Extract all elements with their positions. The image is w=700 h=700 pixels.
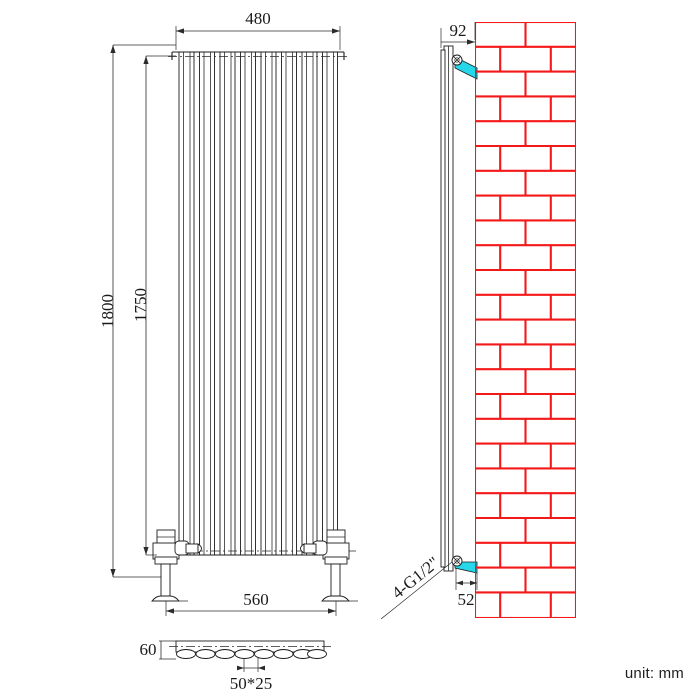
valve-right <box>300 529 350 565</box>
dimension-depth-to-wall: 92 <box>440 21 476 48</box>
radiator-tube <box>178 51 195 556</box>
section-view-group: 60 50*25 <box>140 640 331 693</box>
radiator-tube <box>322 51 338 556</box>
dimension-value-1750: 1750 <box>131 288 150 322</box>
radiator-tube <box>281 51 297 556</box>
dimension-valve-centres: 560 <box>165 590 337 616</box>
dimension-height-overall: 1800 <box>98 44 176 578</box>
wall-bracket-top <box>451 54 478 80</box>
dimension-tube-profile: 50*25 <box>230 658 273 693</box>
foot-right <box>321 563 358 602</box>
dimension-value-60: 60 <box>140 640 157 659</box>
radiator-tube <box>219 51 236 556</box>
foot-left <box>151 563 188 602</box>
side-view-group: 92 52 4-G1/2" <box>380 21 576 620</box>
side-radiator-profile <box>440 45 454 572</box>
dimension-value-480: 480 <box>245 9 271 28</box>
dimension-value-50x25: 50*25 <box>230 674 273 693</box>
dimension-bracket-offset: 52 <box>455 568 478 609</box>
dimension-value-92: 92 <box>450 21 467 40</box>
dimension-value-1800: 1800 <box>98 294 117 328</box>
wall-bracket-bottom <box>451 555 478 574</box>
radiator-tube <box>240 51 256 556</box>
unit-label: unit: mm <box>624 665 684 682</box>
valve-left <box>152 529 202 565</box>
radiator-tube <box>301 51 318 556</box>
dimension-height-tubes: 1750 <box>131 55 176 556</box>
radiator-tube <box>260 51 277 556</box>
dimension-value-4-g12: 4-G1/2" <box>388 553 443 602</box>
dimension-width-overall: 480 <box>175 9 341 50</box>
section-tube-ovals <box>176 649 327 659</box>
dimension-section-depth: 60 <box>140 640 176 660</box>
brick-wall <box>475 22 576 618</box>
dimension-value-52: 52 <box>458 590 475 609</box>
radiator-tube <box>199 51 215 556</box>
radiator-tube-group <box>178 51 338 556</box>
front-view-group <box>151 51 358 602</box>
dimension-value-560: 560 <box>243 590 269 609</box>
